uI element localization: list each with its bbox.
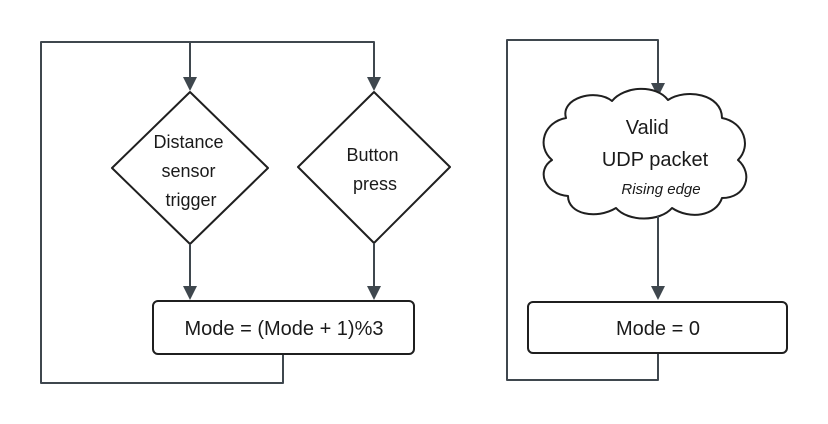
valid-udp-packet-event: Valid UDP packet Rising edge [542,87,748,220]
mode-increment-process: Mode = (Mode + 1)%3 [152,300,415,355]
distance-node-line-1: Distance [153,132,223,152]
mode-reset-label: Mode = 0 [616,318,700,340]
udp-node-line-2: UDP packet [602,149,709,171]
button-node-line-1: Button [346,145,398,165]
arrowhead-into-reset-box [651,286,665,300]
left-flow: Distance sensor trigger Button press Mod… [40,41,451,384]
right-flow: Valid UDP packet Rising edge Mode = 0 [506,39,788,381]
udp-node-line-1: Valid [626,117,669,139]
udp-cloud-shape [542,87,748,220]
arrowhead-into-button-node [367,77,381,91]
arrowhead-into-increment-from-button [367,286,381,300]
mode-increment-box-shape [152,300,415,355]
mode-reset-process: Mode = 0 [527,301,788,354]
svg-text:Button press: Button press [346,145,403,194]
left-loop-connector [40,41,375,384]
distance-sensor-decision: Distance sensor trigger [111,91,269,245]
svg-text:Valid UDP packet: Valid UDP packet [602,117,709,171]
mode-increment-label: Mode = (Mode + 1)%3 [185,318,384,340]
arrowhead-into-distance-node [183,77,197,91]
svg-text:Distance sensor: Distance sensor trigger [153,132,228,210]
mode-reset-box-shape [527,301,788,354]
distance-node-line-2: sensor [161,161,215,181]
button-press-diamond-shape [297,91,451,244]
udp-node-note: Rising edge [621,181,700,198]
arrowhead-into-udp-cloud [651,83,665,97]
right-loop-connector [506,39,659,381]
distance-node-line-3: trigger [165,190,216,210]
button-press-decision: Button press [297,91,451,244]
arrowhead-into-increment-from-distance [183,286,197,300]
button-node-line-2: press [353,174,397,194]
